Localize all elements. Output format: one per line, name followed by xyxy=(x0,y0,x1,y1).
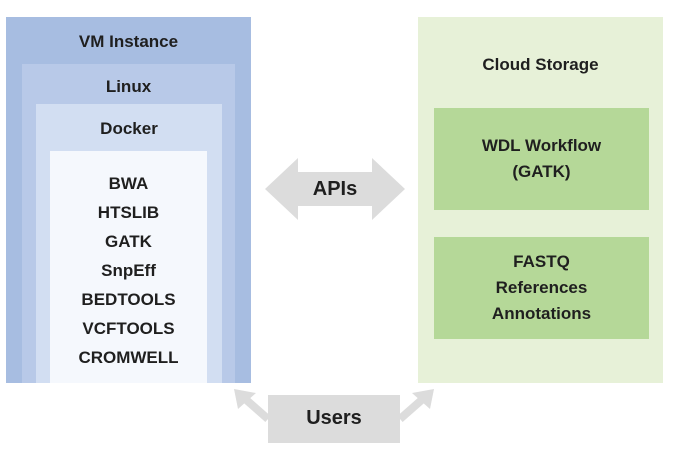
tool-item: HTSLIB xyxy=(97,203,160,222)
apis-label: APIs xyxy=(312,178,358,200)
tool-list: BWA HTSLIB GATK SnpEff BEDTOOLS VCFTOOLS… xyxy=(50,169,207,372)
tool-item: CROMWELL xyxy=(78,348,179,367)
workflow-card-line: (GATK) xyxy=(512,162,571,181)
linux-box: Linux Docker BWA HTSLIB GATK SnpEff BEDT… xyxy=(22,64,235,383)
tool-item: BWA xyxy=(108,174,149,193)
docker-box: Docker BWA HTSLIB GATK SnpEff BEDTOOLS V… xyxy=(36,104,222,383)
docker-title: Docker xyxy=(100,119,158,138)
vm-instance-box: VM Instance Linux Docker BWA HTSLIB GATK… xyxy=(6,17,251,383)
users-label: Users xyxy=(306,407,362,429)
data-card-line: FASTQ xyxy=(513,252,570,271)
data-card-line: Annotations xyxy=(491,304,592,323)
tool-item: BEDTOOLS xyxy=(81,290,176,309)
data-files-card: FASTQ References Annotations xyxy=(434,237,649,339)
users-arrows-icon xyxy=(234,389,434,443)
tool-item: VCFTOOLS xyxy=(82,319,175,338)
linux-title: Linux xyxy=(105,77,152,96)
tools-panel: BWA HTSLIB GATK SnpEff BEDTOOLS VCFTOOLS… xyxy=(50,151,207,383)
workflow-card-line: WDL Workflow xyxy=(481,136,602,155)
cloud-storage-title: Cloud Storage xyxy=(482,55,599,74)
double-headed-arrow-icon xyxy=(265,158,405,220)
tool-item: GATK xyxy=(105,232,152,251)
tool-item: SnpEff xyxy=(101,261,156,280)
cloud-storage-box: Cloud Storage WDL Workflow (GATK) FASTQ … xyxy=(418,17,663,383)
wdl-workflow-card: WDL Workflow (GATK) xyxy=(434,108,649,210)
data-card-line: References xyxy=(495,278,588,297)
vm-instance-title: VM Instance xyxy=(78,32,179,51)
